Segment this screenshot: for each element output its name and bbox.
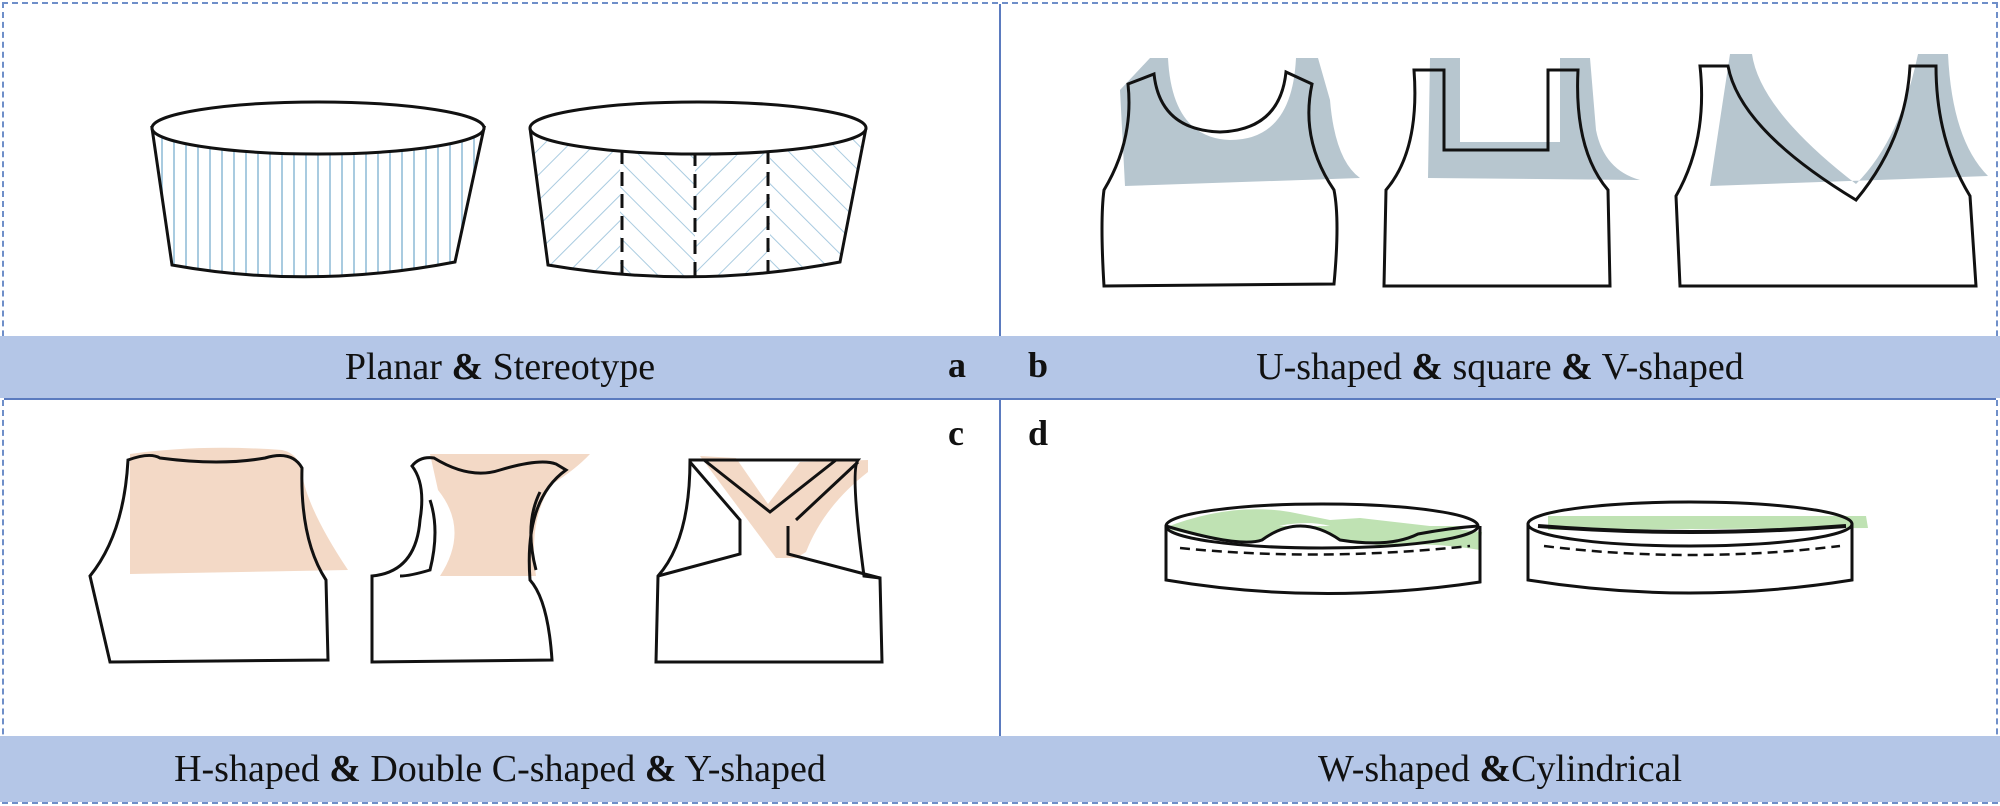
caption-c-part-2: Double C-shaped: [360, 748, 645, 790]
caption-bar-d: W-shaped & Cylindrical: [1000, 736, 2000, 802]
cylindrical-disc: [1526, 500, 1868, 595]
w-shaped-disc: [1164, 502, 1482, 595]
v-shaped-top: [1674, 54, 1988, 288]
vertical-divider: [999, 4, 1001, 802]
caption-c-part-3: Y-shaped: [676, 748, 826, 790]
caption-d-amp-1: &: [1479, 748, 1512, 790]
panel-letter-c: c: [948, 413, 964, 453]
panel-d: W-shaped & Cylindrical d: [1000, 400, 2000, 806]
panel-b: U-shaped & square & V-shaped b: [1000, 0, 2000, 400]
caption-b-part-1: U-shaped: [1256, 346, 1412, 388]
panel-c: H-shaped & Double C-shaped & Y-shaped c: [0, 400, 1000, 806]
caption-bar-a: Planar & Stereotype: [0, 336, 1000, 398]
panel-d-drawing: [1164, 500, 1868, 595]
caption-b-amp-1: &: [1411, 346, 1443, 388]
double-c-shaped-back: [370, 454, 590, 664]
caption-c-part-1: H-shaped: [174, 748, 330, 790]
caption-bar-c: H-shaped & Double C-shaped & Y-shaped: [0, 736, 1000, 802]
caption-a-amp-1: &: [451, 346, 484, 388]
panel-c-drawing: [88, 447, 884, 664]
caption-a-part-1: Planar: [344, 346, 452, 388]
u-shaped-top: [1100, 58, 1360, 288]
planar-bowl-shape: [150, 100, 486, 279]
caption-d-part-2: Cylindrical: [1511, 748, 1683, 790]
caption-b-part-3: V-shaped: [1592, 346, 1744, 388]
caption-c-amp-1: &: [329, 748, 361, 790]
caption-d-part-1: W-shaped: [1317, 748, 1480, 790]
y-shaped-back: [654, 456, 884, 664]
caption-a-part-2: Stereotype: [483, 346, 656, 388]
panel-a-drawing: [150, 100, 868, 282]
panel-b-drawing: [1100, 54, 1988, 288]
caption-c-amp-2: &: [644, 748, 677, 790]
panel-letter-b: b: [1028, 345, 1049, 385]
stereotype-bowl-shape: [528, 100, 868, 282]
panel-letter-a: a: [948, 345, 966, 385]
caption-b-part-2: square: [1442, 346, 1562, 388]
caption-b-amp-2: &: [1561, 346, 1593, 388]
caption-bar-b: U-shaped & square & V-shaped: [1000, 336, 2000, 398]
panel-letter-d: d: [1028, 413, 1049, 453]
panel-a: Planar & Stereotype a: [0, 0, 1000, 400]
horizontal-divider: [4, 398, 1996, 400]
h-shaped-back: [88, 447, 348, 664]
square-top: [1382, 58, 1640, 288]
